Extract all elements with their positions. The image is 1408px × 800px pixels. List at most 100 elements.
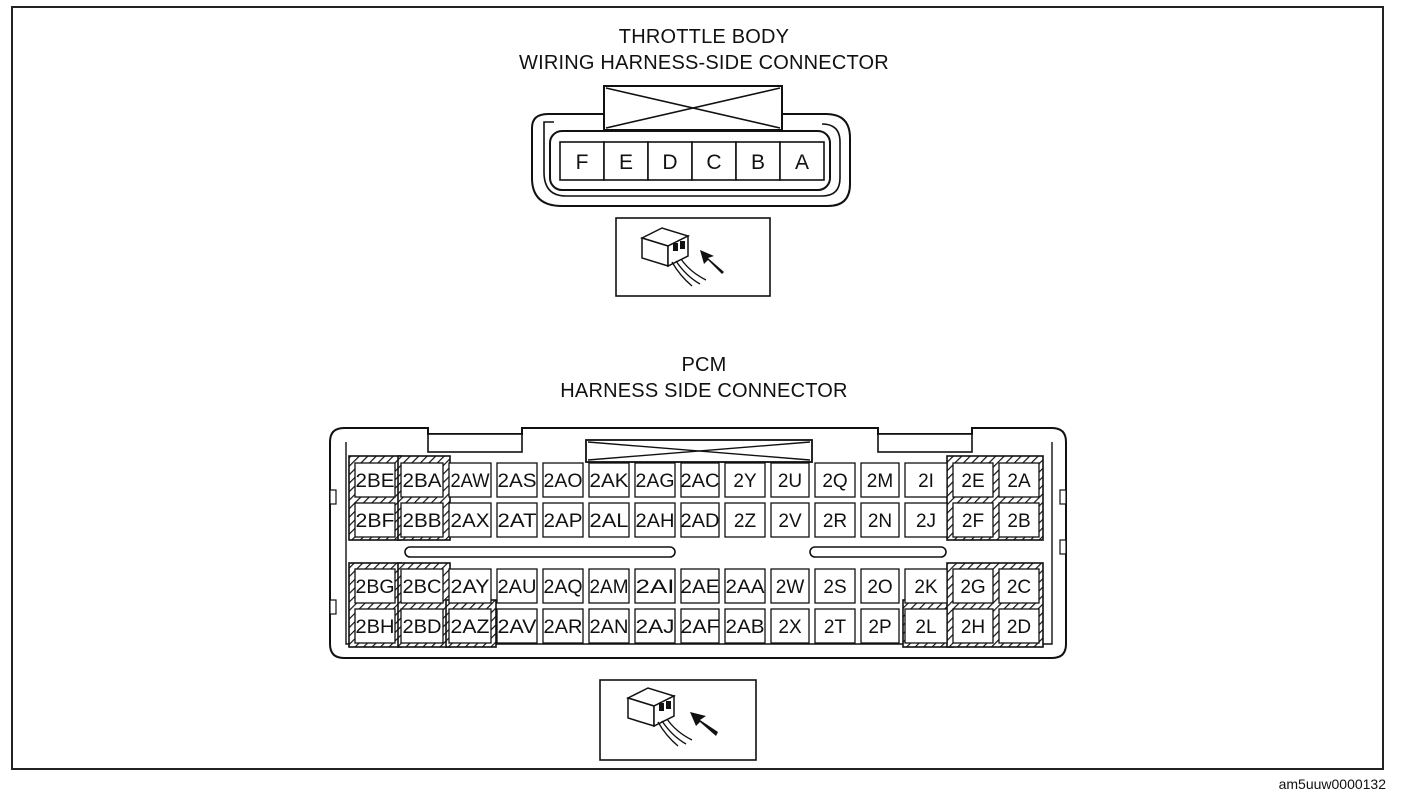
throttle-body-pin-label: F	[576, 151, 589, 174]
pcm-pin-cell	[680, 568, 720, 604]
pcm-pin-cell	[814, 462, 856, 498]
pcm-pin-label: 2L	[915, 617, 936, 638]
pcm-pin-cell	[496, 568, 538, 604]
pcm-pin-cell	[770, 462, 810, 498]
diagram-frame	[11, 6, 1384, 770]
pcm-pin-label: 2J	[916, 511, 936, 532]
throttle-body-pin-cell	[735, 141, 781, 181]
throttle-body-pin-label: A	[795, 151, 809, 174]
pcm-pin-label: 2A	[1007, 471, 1031, 492]
pcm-pin-label: 2Y	[733, 471, 757, 492]
pcm-pin-cell	[998, 568, 1040, 604]
pcm-pin-cell	[860, 462, 900, 498]
pcm-pin-cell	[680, 502, 720, 538]
pcm-pin-cell	[400, 502, 444, 538]
pcm-pin-label: 2M	[867, 471, 893, 492]
pcm-pin-label: 2V	[778, 511, 802, 532]
pcm-pin-cell	[724, 608, 766, 644]
throttle-body-pin-label: C	[706, 151, 721, 174]
latch-cross-line	[605, 87, 781, 129]
pcm-pin-label: 2AY	[451, 577, 490, 598]
pcm-pin-cell	[998, 502, 1040, 538]
pcm-pin-cell	[542, 608, 584, 644]
pcm-pin-cell	[542, 462, 584, 498]
pcm-pin-cell	[814, 568, 856, 604]
pcm-pin-cell	[400, 568, 444, 604]
pcm-pin-cell	[724, 568, 766, 604]
harness-view-icon	[599, 679, 757, 761]
pcm-pin-cell	[952, 502, 994, 538]
pcm-pin-cell	[860, 502, 900, 538]
pcm-center-slot	[809, 546, 947, 558]
pcm-pin-cell	[952, 462, 994, 498]
pcm-pin-label: 2BH	[356, 617, 395, 638]
pcm-pin-cell	[952, 568, 994, 604]
pcm-pin-cell	[588, 568, 630, 604]
pcm-pin-label: 2AK	[590, 471, 629, 492]
pcm-pin-cell	[952, 608, 994, 644]
pcm-pin-label: 2AD	[681, 511, 720, 532]
pcm-pin-cell	[634, 502, 676, 538]
pcm-pin-label: 2AZ	[451, 617, 490, 638]
pcm-pin-label: 2BC	[403, 577, 442, 598]
throttle-body-pin-cell	[691, 141, 737, 181]
pcm-pin-label: 2AF	[681, 617, 720, 638]
pcm-pin-label: 2AH	[636, 511, 675, 532]
pcm-pin-label: 2BF	[356, 511, 395, 532]
pcm-pin-cell	[770, 502, 810, 538]
pcm-pin-label: 2I	[918, 471, 934, 492]
pcm-inner-outline	[345, 442, 1053, 645]
harness-view-icon	[615, 217, 771, 297]
pcm-pin-label: 2T	[824, 617, 847, 638]
throttle-body-pin-cell	[779, 141, 825, 181]
pcm-pin-cell	[724, 462, 766, 498]
pcm-pin-cell	[904, 502, 948, 538]
pcm-pin-label: 2U	[778, 471, 802, 492]
pcm-pin-label: 2AR	[544, 617, 583, 638]
pcm-pin-label: 2AC	[681, 471, 720, 492]
pcm-pin-cell	[400, 462, 444, 498]
throttle-body-pin-label: D	[662, 151, 677, 174]
pcm-pin-label: 2AN	[590, 617, 629, 638]
pcm-pin-label: 2S	[823, 577, 846, 598]
pcm-side-notch	[329, 599, 337, 615]
pcm-pin-label: 2X	[778, 617, 802, 638]
figure-code: am5uuw0000132	[1278, 776, 1386, 792]
pcm-pin-cell	[588, 502, 630, 538]
pcm-pin-label: 2F	[962, 511, 984, 532]
pcm-pin-label: 2AX	[451, 511, 490, 532]
pcm-pin-cell	[542, 502, 584, 538]
pcm-pin-cell	[542, 568, 584, 604]
view-arrow-icon	[700, 250, 724, 274]
pcm-pin-cell	[496, 502, 538, 538]
pcm-pin-label: 2AU	[498, 577, 537, 598]
pcm-tab-right	[877, 433, 973, 453]
pcm-pin-label: 2AW	[451, 471, 490, 492]
pcm-pin-label: 2AV	[498, 617, 537, 638]
pcm-pin-cell	[904, 568, 948, 604]
pcm-pin-cell	[860, 608, 900, 644]
pcm-pin-cell	[634, 568, 676, 604]
pcm-pin-cell	[904, 462, 948, 498]
pcm-pin-cell	[998, 462, 1040, 498]
pcm-pin-label: 2W	[776, 577, 805, 598]
pcm-pin-label: 2BB	[403, 511, 442, 532]
pcm-pin-cell	[496, 462, 538, 498]
pcm-pin-label: 2BG	[356, 577, 395, 598]
pcm-pin-label: 2AG	[636, 471, 675, 492]
throttle-body-subtitle: WIRING HARNESS-SIDE CONNECTOR	[519, 52, 889, 74]
pcm-pin-cell	[634, 462, 676, 498]
pcm-pin-cell	[904, 608, 948, 644]
pcm-pin-cell	[814, 608, 856, 644]
pcm-pin-label: 2R	[823, 511, 847, 532]
pcm-pin-label: 2BA	[403, 471, 442, 492]
pcm-pin-cell	[448, 568, 492, 604]
pcm-side-notch	[329, 489, 337, 505]
pcm-pin-cell	[770, 608, 810, 644]
pcm-pin-cell	[448, 462, 492, 498]
pcm-pin-label: 2C	[1007, 577, 1031, 598]
pcm-title: PCM	[681, 354, 727, 376]
pcm-pin-cell	[400, 608, 444, 644]
